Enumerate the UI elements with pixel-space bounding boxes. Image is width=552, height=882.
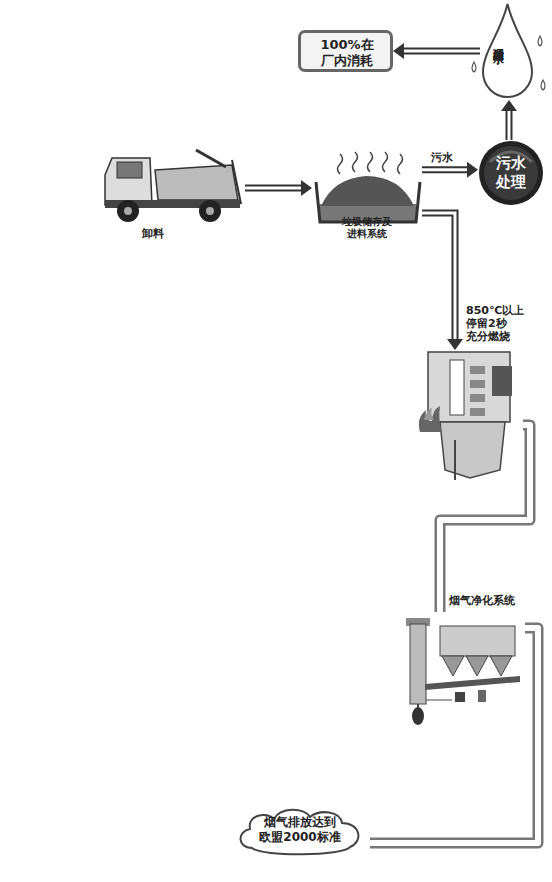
flow-arrow [245,180,312,196]
flow-arrow [422,162,478,178]
emission-cloud: 烟气排放达到 欧盟2000标准 [232,803,370,858]
node-text: 卸料 [142,227,164,240]
flue-pipe [440,425,530,612]
node-text: 850℃以上 停留2秒 充分燃烧 [466,304,528,343]
node-text: 垃圾储存及 进料系统 [332,216,402,240]
drop-outline [480,2,535,100]
flow-arrow [501,100,517,140]
arrow-head [467,162,478,178]
node-text: 100%在 厂内消耗 [307,37,387,69]
node-text: 烟气排放达到 欧盟2000标准 [250,815,350,845]
arrow-head [301,180,312,196]
node-text: 烟气净化系统 [449,594,515,607]
node-text: 处理后的 中水 [491,40,505,88]
edge-label: 污水 [431,150,453,165]
arrow-head [447,339,463,350]
water-drop: 处理后的 中水 [480,2,535,100]
flow-arrow [422,213,463,350]
scrubber-illustration [406,618,520,725]
incinerator: 850℃以上 停留2秒 充分燃烧 [418,350,523,480]
truck-illustration [105,150,241,222]
flow-arrow [393,43,480,59]
storage-pit-illustration [316,152,420,222]
treatment-circle: 污水 处理 [478,140,544,206]
storage-pit: 垃圾储存及 进料系统 [312,148,422,240]
arrow-head [501,100,517,111]
unloading-truck: 卸料 [100,148,245,240]
incinerator-illustration [419,352,512,480]
consumption-box: 100%在 厂内消耗 [298,30,393,72]
flue-gas-cleaning: 烟气净化系统 [405,612,525,725]
flue-pipe [370,628,538,843]
node-text: 污水 处理 [491,154,531,192]
arrow-head [393,43,404,59]
